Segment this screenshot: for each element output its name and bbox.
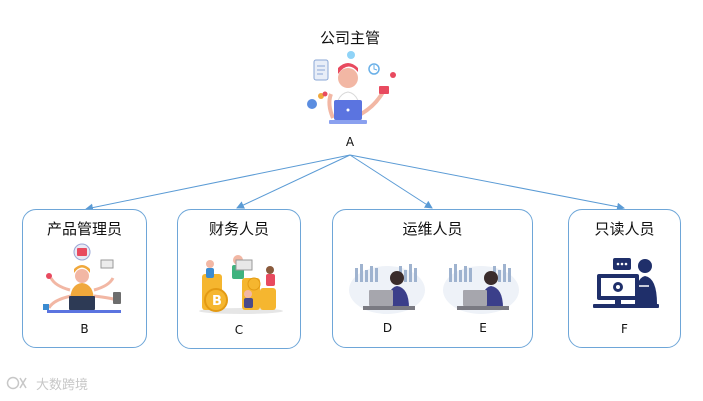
node-card-f: 只读人员 F [568, 209, 681, 348]
root-label: A [345, 135, 355, 149]
readonly-monitor-user-icon [593, 258, 659, 308]
node-label-f: F [621, 322, 628, 336]
multitask-product-manager-icon [43, 243, 121, 313]
connector-a-c [236, 154, 351, 209]
node-card-de: 运维人员 D E [332, 209, 533, 348]
watermark: 大数跨境 [6, 374, 89, 393]
node-label-c: C [234, 323, 244, 337]
brand-logo-icon [6, 376, 27, 390]
node-title-de: 运维人员 [402, 220, 463, 238]
manager-laptop-icon [307, 51, 396, 124]
node-title-f: 只读人员 [594, 220, 655, 238]
node-title-b: 产品管理员 [46, 220, 122, 238]
node-label-e: E [479, 321, 487, 335]
bitcoin-finance-team-icon: B [199, 255, 283, 314]
ops-engineer-laptop-icon [349, 264, 425, 314]
connector-a-b [85, 154, 351, 212]
ops-engineer-laptop-icon [443, 264, 519, 314]
node-card-b: 产品管理员 B [22, 209, 147, 348]
svg-text:B: B [212, 294, 222, 309]
node-label-b: B [80, 322, 89, 336]
node-title-c: 财务人员 [208, 220, 269, 238]
watermark-text: 大数跨境 [36, 377, 89, 393]
connector-a-f [349, 154, 625, 211]
connector-a-de [349, 154, 433, 209]
node-card-c: 财务人员 B C [177, 209, 301, 349]
root-title: 公司主管 [319, 29, 380, 47]
node-label-d: D [382, 321, 393, 335]
